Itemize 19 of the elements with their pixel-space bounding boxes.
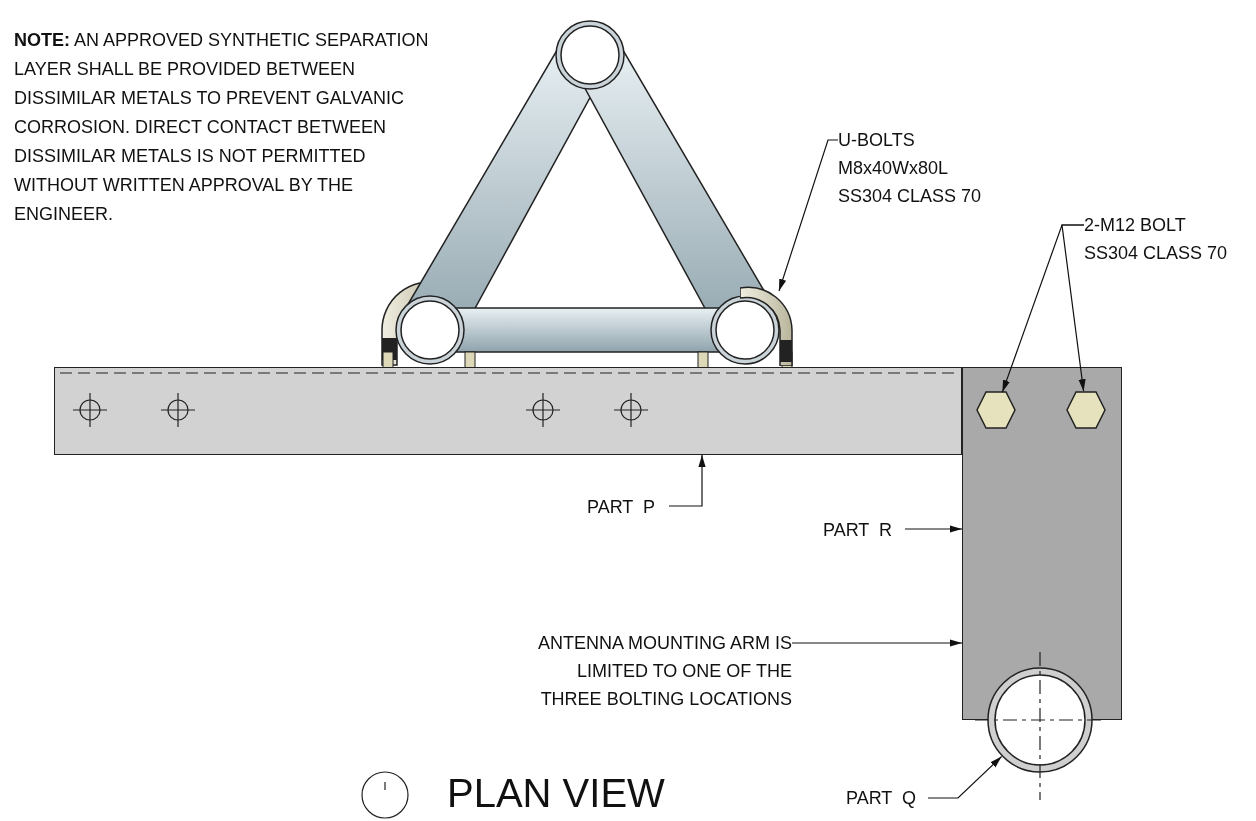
leader-line <box>1061 224 1086 392</box>
callout-text: PART P <box>587 493 669 521</box>
flat-bar <box>54 367 962 455</box>
hex-bolt-head <box>1065 390 1106 429</box>
note-text: NOTE: AN APPROVED SYNTHETIC SEPARATION LAYER SHALL BE PROVIDED BETWEEN DISSIMILAR METALS TO PREVENT GALVANIC CORROSION. DIRECT CONTACT BETWEEN DISSIMILAR METALS IS NOT PERMITTED WITHOUT WRITTEN APPROVAL BY THE ENGINEER. <box>14 29 430 226</box>
mounting-plate <box>962 367 1122 720</box>
leader-line <box>927 755 1003 799</box>
view-title: PLAN VIEW <box>447 770 666 816</box>
callout-text: 2-M12 BOLT SS304 CLASS 70 <box>1084 211 1234 267</box>
callout-text: PART R <box>823 516 905 544</box>
pipe-section <box>987 667 1093 773</box>
hex-bolt-head <box>975 390 1016 429</box>
leader-line <box>668 454 706 507</box>
callout-text: U-BOLTS M8x40Wx80L SS304 CLASS 70 <box>838 126 998 210</box>
callout-text: PART Q <box>846 784 928 812</box>
leader-line <box>904 525 963 533</box>
leader-line <box>778 139 839 292</box>
callout-text: ANTENNA MOUNTING ARM IS LIMITED TO ONE OF THE THREE BOLTING LOCATIONS <box>522 629 792 713</box>
leader-line <box>791 639 963 647</box>
